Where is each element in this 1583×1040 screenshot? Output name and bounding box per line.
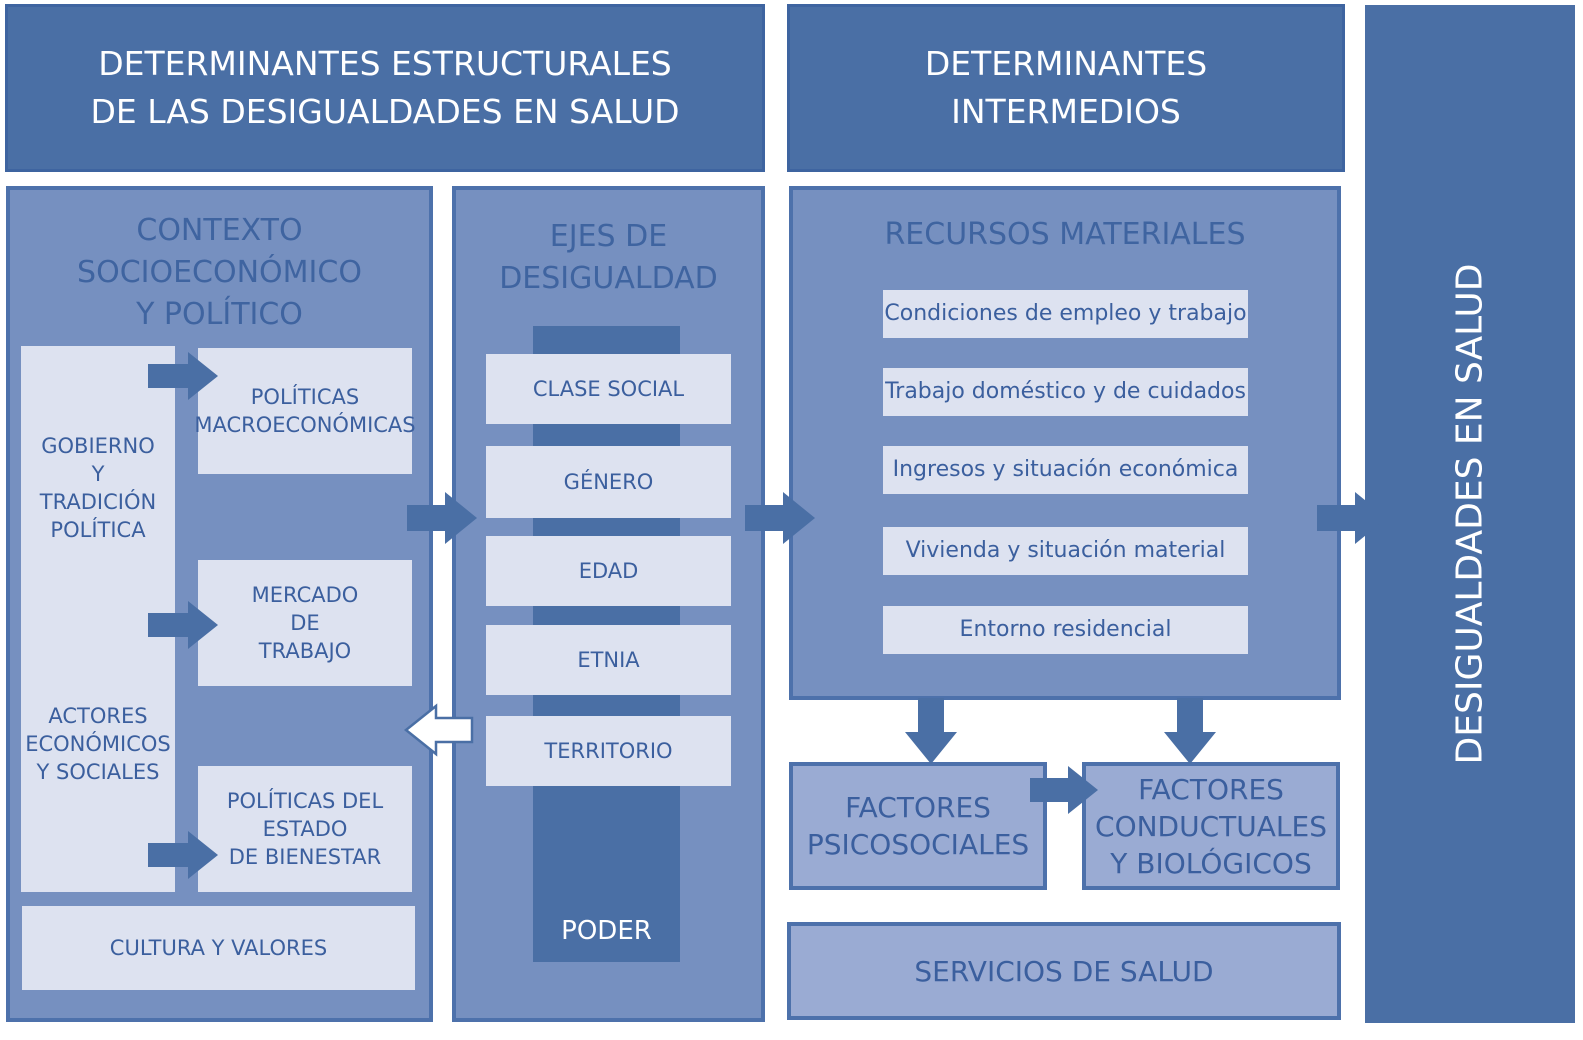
recurso-empleo-label: Condiciones de empleo y trabajo <box>884 301 1247 326</box>
factores-psicosociales: FACTORES PSICOSOCIALES <box>789 762 1047 890</box>
actor-gobierno-line-4: POLÍTICA <box>50 518 146 542</box>
policy-macroeconomic-line-2: MACROECONÓMICAS <box>194 413 416 437</box>
eje-edad: EDAD <box>486 536 731 606</box>
recurso-empleo: Condiciones de empleo y trabajo <box>883 290 1248 338</box>
recurso-ingresos-label: Ingresos y situación económica <box>892 457 1239 482</box>
actor-gobierno-line-3: TRADICIÓN <box>39 490 157 514</box>
eje-etnia: ETNIA <box>486 625 731 695</box>
header-structural-line-1: DETERMINANTES ESTRUCTURALES <box>98 44 672 83</box>
actor-gobierno-line-2: Y <box>91 462 105 486</box>
factores-psicosociales-line-2: PSICOSOCIALES <box>806 828 1030 861</box>
outcome-health-inequalities: DESIGUALDADES EN SALUD <box>1365 5 1575 1023</box>
eje-edad-label: EDAD <box>578 559 639 583</box>
arrow-right-icon <box>148 601 218 649</box>
policy-macroeconomic-line-1: POLÍTICAS <box>250 385 360 409</box>
actor-economicos-line-3: Y SOCIALES <box>36 760 160 784</box>
policy-labour-market: MERCADO DE TRABAJO <box>198 560 412 686</box>
poder-label: PODER <box>561 916 652 946</box>
actor-gobierno: GOBIERNO Y TRADICIÓN POLÍTICA <box>21 432 175 544</box>
contexto-title-line-3: Y POLÍTICO <box>136 297 303 332</box>
arrow-right-icon <box>148 831 218 879</box>
eje-clase-social-label: CLASE SOCIAL <box>532 377 685 401</box>
ejes-title: EJES DE DESIGUALDAD <box>456 216 761 300</box>
actor-economicos-line-2: ECONÓMICOS <box>25 732 171 756</box>
header-intermediate-line-1: DETERMINANTES <box>924 44 1208 83</box>
servicios-salud: SERVICIOS DE SALUD <box>787 922 1341 1020</box>
factores-psicosociales-line-1: FACTORES <box>845 791 991 824</box>
ejes-title-line-2: DESIGUALDAD <box>499 261 718 296</box>
header-structural-line-2: DE LAS DESIGUALDADES EN SALUD <box>90 92 680 131</box>
outcome-label: DESIGUALDADES EN SALUD <box>1449 263 1491 765</box>
policy-macroeconomic: POLÍTICAS MACROECONÓMICAS <box>194 348 416 474</box>
recursos-title: RECURSOS MATERIALES <box>884 217 1246 252</box>
contexto-title-line-2: SOCIOECONÓMICO <box>77 255 362 290</box>
arrow-right-icon <box>1030 766 1098 814</box>
cultura-valores: CULTURA Y VALORES <box>22 906 415 990</box>
arrow-left-icon <box>403 703 474 757</box>
actor-economicos-line-1: ACTORES <box>48 704 148 728</box>
recurso-ingresos: Ingresos y situación económica <box>883 446 1248 494</box>
eje-etnia-label: ETNIA <box>577 648 640 672</box>
policy-welfare-state-line-2: ESTADO <box>262 817 348 841</box>
policy-welfare-state-line-3: DE BIENESTAR <box>228 845 382 869</box>
actor-economicos: ACTORES ECONÓMICOS Y SOCIALES <box>21 702 175 786</box>
eje-territorio-label: TERRITORIO <box>544 739 673 763</box>
ejes-title-line-1: EJES DE <box>549 219 668 254</box>
policy-labour-market-line-1: MERCADO <box>251 583 359 607</box>
policy-labour-market-line-3: TRABAJO <box>258 639 352 663</box>
servicios-salud-label: SERVICIOS DE SALUD <box>914 954 1214 988</box>
header-structural-determinants: DETERMINANTES ESTRUCTURALES DE LAS DESIG… <box>5 4 765 172</box>
factores-conductuales-line-2: CONDUCTUALES <box>1095 809 1327 843</box>
contexto-title: CONTEXTO SOCIOECONÓMICO Y POLÍTICO <box>10 210 429 336</box>
policy-welfare-state: POLÍTICAS DEL ESTADO DE BIENESTAR <box>198 766 412 892</box>
arrow-right-icon <box>148 352 218 400</box>
eje-genero: GÉNERO <box>486 446 731 518</box>
factores-conductuales-line-1: FACTORES <box>1138 772 1284 806</box>
recurso-domestico-label: Trabajo doméstico y de cuidados <box>885 379 1246 404</box>
arrow-right-icon <box>1317 492 1387 544</box>
recurso-domestico: Trabajo doméstico y de cuidados <box>883 368 1248 416</box>
eje-territorio: TERRITORIO <box>486 716 731 786</box>
eje-clase-social: CLASE SOCIAL <box>486 354 731 424</box>
policy-welfare-state-line-1: POLÍTICAS DEL <box>226 789 384 813</box>
recurso-vivienda: Vivienda y situación material <box>883 527 1248 575</box>
policy-labour-market-line-2: DE <box>290 611 320 635</box>
recurso-entorno: Entorno residencial <box>883 606 1248 654</box>
eje-genero-label: GÉNERO <box>563 470 654 494</box>
cultura-valores-label: CULTURA Y VALORES <box>109 936 328 960</box>
factores-conductuales-line-3: Y BIOLÓGICOS <box>1110 846 1312 880</box>
recurso-entorno-label: Entorno residencial <box>959 617 1172 642</box>
arrow-down-icon <box>1164 698 1216 764</box>
contexto-title-line-1: CONTEXTO <box>136 213 303 248</box>
arrow-right-icon <box>407 492 477 544</box>
header-intermediate-line-2: INTERMEDIOS <box>951 92 1181 131</box>
recurso-vivienda-label: Vivienda y situación material <box>905 538 1226 563</box>
actors-column: GOBIERNO Y TRADICIÓN POLÍTICA ACTORES EC… <box>21 346 175 892</box>
arrow-right-icon <box>745 492 815 544</box>
arrow-down-icon <box>905 698 957 764</box>
header-intermediate-determinants: DETERMINANTES INTERMEDIOS <box>787 4 1345 172</box>
factores-conductuales: FACTORES CONDUCTUALES Y BIOLÓGICOS <box>1082 762 1340 890</box>
actor-gobierno-line-1: GOBIERNO <box>41 434 155 458</box>
